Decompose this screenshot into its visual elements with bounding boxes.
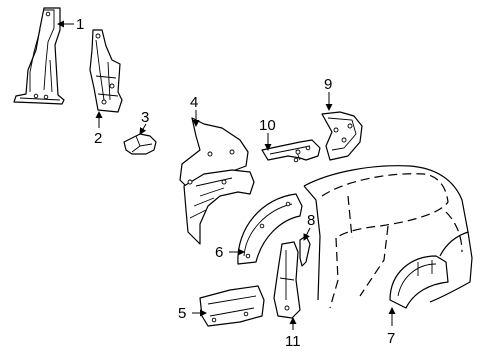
callout-6: 6 xyxy=(215,244,223,261)
part-5-floor-extension xyxy=(199,285,265,327)
quarter-panel-outline xyxy=(303,165,473,309)
part-6-wheelhouse xyxy=(237,193,303,265)
part-4-quarter-inner-panel xyxy=(179,117,255,245)
callout-5: 5 xyxy=(178,305,186,322)
part-1-hinge-pillar xyxy=(13,7,65,105)
part-10-upper-rail xyxy=(261,139,321,163)
callout-11: 11 xyxy=(285,333,301,350)
part-2-lock-pillar xyxy=(89,29,123,113)
callout-1: 1 xyxy=(76,16,84,33)
part-8-clip xyxy=(299,235,311,267)
callout-2: 2 xyxy=(94,130,102,147)
callout-3: 3 xyxy=(141,109,149,126)
callout-9: 9 xyxy=(324,76,332,93)
callout-4: 4 xyxy=(190,94,198,111)
callout-10: 10 xyxy=(259,117,276,134)
callout-8: 8 xyxy=(307,212,315,229)
part-7-wheelhouse-liner xyxy=(389,255,449,309)
callout-7: 7 xyxy=(387,330,395,347)
part-3-bracket xyxy=(123,133,157,155)
part-11-lower-pillar xyxy=(273,241,301,319)
leader-8 xyxy=(303,227,311,241)
part-9-rear-bracket xyxy=(321,111,363,161)
leader-3 xyxy=(139,123,147,135)
